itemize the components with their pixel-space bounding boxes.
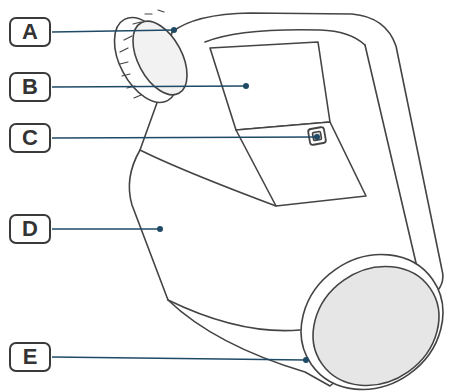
cap-face (290, 242, 456, 391)
callout-letter: C (9, 123, 51, 153)
callout-letter: A (9, 17, 51, 47)
cap-rim (275, 227, 456, 391)
button (308, 127, 327, 146)
leader-dots (157, 27, 320, 363)
knob-ribs (120, 10, 164, 98)
side-line-low (168, 300, 300, 331)
button-face (312, 131, 321, 140)
edge (365, 45, 420, 280)
front-panel (236, 122, 366, 206)
ridge (205, 30, 365, 45)
side-line (140, 150, 276, 206)
callout-letter: E (9, 342, 51, 372)
callout-letter: D (9, 214, 51, 244)
leader-lines (52, 30, 317, 360)
knob-inner (122, 12, 198, 103)
callout-letter: B (9, 72, 51, 102)
